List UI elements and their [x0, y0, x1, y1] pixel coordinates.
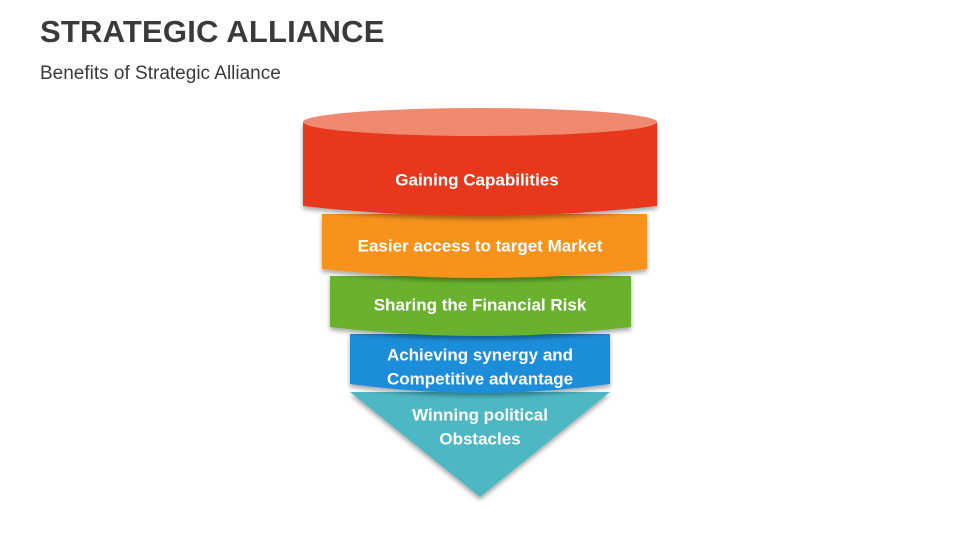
funnel-level-2-shape	[322, 214, 647, 278]
funnel-level-2-label: Easier access to target Market	[358, 236, 603, 255]
funnel-level-5-label-line1: Winning political	[412, 405, 548, 424]
funnel-level-4: Achieving synergy and Competitive advant…	[350, 334, 610, 393]
funnel-level-5-label-line2: Obstacles	[439, 429, 520, 448]
funnel-level-5: Winning political Obstacles	[350, 392, 610, 497]
funnel-level-3: Sharing the Financial Risk	[330, 276, 631, 336]
funnel-top-ellipse	[303, 108, 657, 136]
funnel-level-3-shape	[330, 276, 631, 336]
funnel-level-2: Easier access to target Market	[322, 214, 647, 278]
funnel-level-1-label: Gaining Capabilities	[395, 170, 558, 189]
funnel-level-4-shape	[350, 334, 610, 393]
funnel-level-3-label: Sharing the Financial Risk	[374, 295, 587, 314]
funnel-level-4-label-line1: Achieving synergy and	[387, 345, 573, 364]
slide-subtitle: Benefits of Strategic Alliance	[40, 63, 281, 84]
funnel-level-1: Gaining Capabilities	[303, 108, 657, 216]
funnel-level-4-label-line2: Competitive advantage	[387, 369, 573, 388]
funnel-level-1-shape	[303, 122, 657, 216]
slide-title: STRATEGIC ALLIANCE	[40, 14, 385, 49]
funnel-level-5-shape	[350, 392, 610, 497]
